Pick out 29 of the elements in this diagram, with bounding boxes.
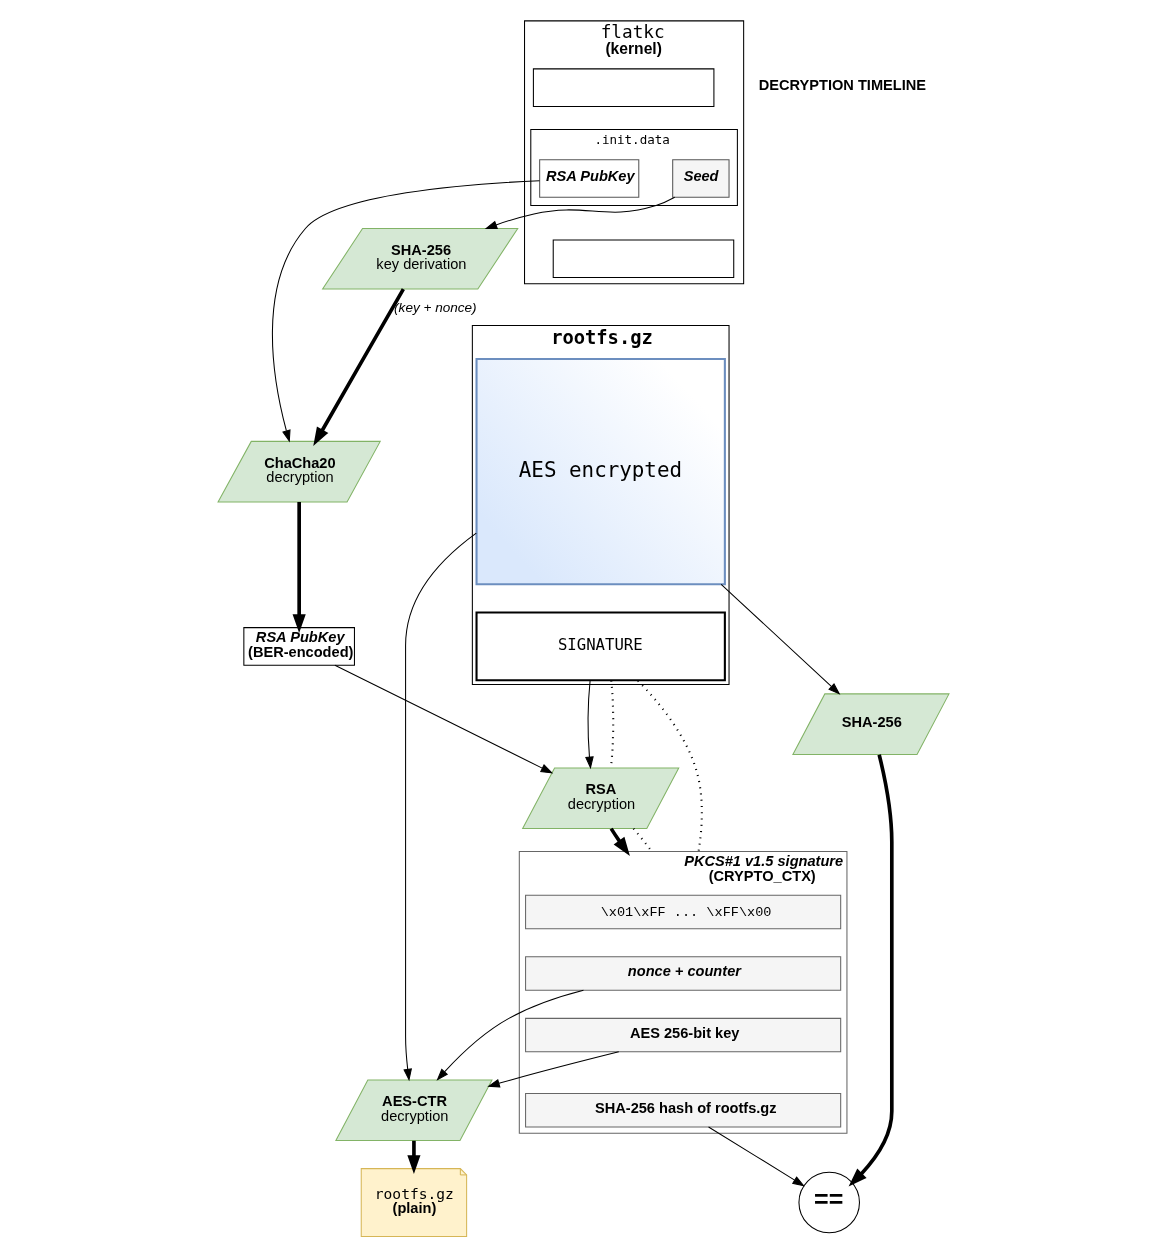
node-box: SIGNATURE [475, 611, 726, 682]
node-box: AES encrypted [475, 357, 726, 586]
arrow [312, 288, 405, 446]
node-box: Seed [671, 159, 730, 198]
connector [636, 680, 703, 852]
arrow [486, 1051, 619, 1088]
node-box: AES 256-bit key [524, 1017, 841, 1053]
arrow [707, 1126, 805, 1187]
node-box: RSA PubKey [538, 159, 639, 198]
node-box [552, 239, 734, 279]
node-box: SHA-256 hash of rootfs.gz [524, 1093, 841, 1128]
arrow [402, 532, 477, 1082]
edge-label: (key + nonce) [393, 300, 477, 316]
label: DECRYPTION TIMELINE [758, 77, 926, 94]
arrow [584, 680, 594, 770]
arrow [435, 989, 584, 1081]
arrow [848, 754, 894, 1187]
node-box: \x01\xFF ... \xFF\x00 [524, 894, 841, 930]
node-box: nonce + counter [524, 956, 841, 991]
arrow [720, 583, 840, 695]
arrow [271, 180, 540, 443]
arrow [484, 196, 675, 229]
node-box: RSA PubKey (BER-encoded) [242, 627, 355, 666]
arrow [406, 1140, 421, 1174]
node-box [532, 68, 714, 107]
arrow [333, 664, 553, 774]
node-circle: == [797, 1171, 860, 1234]
arrow [292, 501, 306, 634]
arrow [609, 827, 630, 856]
